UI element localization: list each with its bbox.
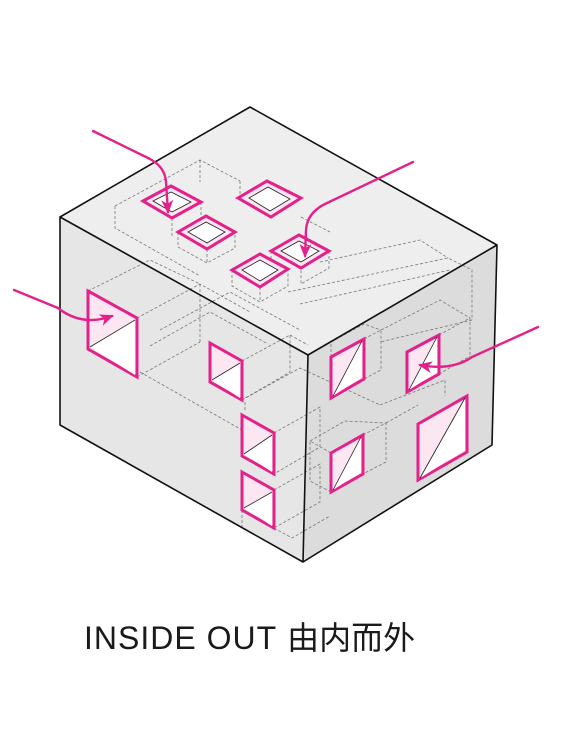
arrow-top-left	[91, 129, 174, 214]
arrow-left	[12, 288, 114, 326]
window-left-2	[208, 340, 244, 403]
arrow-top-right	[299, 160, 415, 258]
window-right-1	[329, 336, 366, 401]
box-outline	[59, 106, 498, 563]
box-right-face	[303, 245, 497, 562]
window-left-3	[240, 412, 276, 477]
box-top-face	[60, 107, 497, 355]
skylight-3	[235, 179, 305, 219]
caption-chinese: 由内而外	[287, 620, 416, 656]
caption-english: INSIDE OUT	[84, 620, 278, 656]
window-left-1	[86, 288, 139, 380]
isometric-volume-diagram	[12, 106, 540, 563]
skylight-2	[175, 214, 238, 251]
arrow-right	[418, 325, 540, 374]
window-right-3	[329, 432, 365, 495]
window-left-4	[240, 469, 276, 531]
window-right-4	[416, 393, 469, 483]
skylight-4	[229, 252, 291, 289]
hidden-interior-lines	[87, 159, 473, 539]
